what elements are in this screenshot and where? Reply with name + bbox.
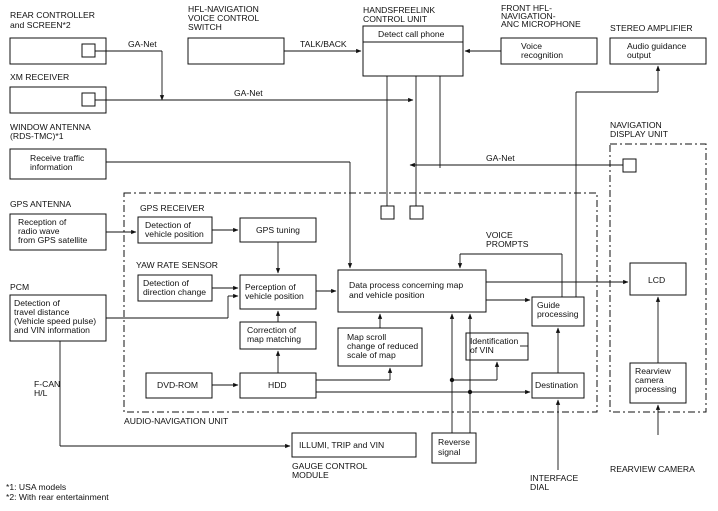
hdd-block	[239, 372, 317, 399]
rear-controller-ganet-port	[81, 43, 96, 58]
ganet-xm-label: GA-Net	[234, 88, 263, 98]
stereo-amp-label: STEREO AMPLIFIER	[610, 23, 693, 33]
signal-labels: GA-Net TALK/BACK GA-Net GA-Net	[128, 39, 515, 163]
connection-lines	[59, 48, 661, 470]
rearview-camera-label: REARVIEW CAMERA	[610, 464, 695, 474]
gauge-block-text: ILLUMI, TRIP and VIN	[299, 440, 384, 450]
ganet-nav-label: GA-Net	[486, 153, 515, 163]
detect-call-phone-block	[362, 25, 464, 43]
perception-block	[239, 274, 317, 310]
gps-receiver-label: GPS RECEIVER	[140, 203, 204, 213]
correction-block	[239, 321, 317, 350]
window-antenna-label: WINDOW ANTENNA(RDS-TMC)*1	[10, 122, 91, 141]
hfl-switch-box	[187, 37, 285, 65]
dvd-rom-text: DVD-ROM	[157, 380, 198, 390]
detect-call-phone-text: Detect call phone	[378, 29, 445, 39]
hfl-voice-port-b	[409, 205, 424, 220]
audio-navigation-unit-enclosure	[123, 192, 598, 413]
receive-traffic-block	[9, 148, 107, 180]
data-process-block	[337, 269, 487, 313]
xm-receiver-ganet-port	[81, 92, 96, 107]
lcd-block	[629, 262, 687, 296]
footnote-2: *2: With rear entertainment	[6, 492, 109, 502]
identification-vin-block	[465, 332, 529, 361]
gps-reception-block	[9, 213, 107, 251]
gps-antenna-label: GPS ANTENNA	[10, 199, 71, 209]
audio-nav-unit-label: AUDIO-NAVIGATION UNIT	[124, 416, 229, 426]
pcm-label: PCM	[10, 282, 29, 292]
rearview-processing-block	[629, 362, 687, 404]
ganet-rear-label: GA-Net	[128, 39, 157, 49]
dvd-rom-block	[145, 372, 213, 399]
guide-processing-block	[531, 296, 585, 327]
lcd-text: LCD	[648, 275, 665, 285]
nav-display-ganet-port	[622, 158, 637, 173]
gps-tuning-text: GPS tuning	[256, 225, 300, 235]
gauge-block	[291, 432, 417, 458]
footnote-1: *1: USA models	[6, 482, 66, 492]
voice-recognition-block	[500, 37, 598, 65]
hdd-text: HDD	[268, 380, 287, 390]
hfl-voice-port-a	[380, 205, 395, 220]
detect-vehicle-position-block	[137, 216, 213, 244]
reverse-signal-block	[431, 432, 477, 464]
gps-tuning-block	[239, 217, 317, 243]
front-mic-label: FRONT HFL-NAVIGATION-ANC MICROPHONE	[501, 3, 581, 29]
xm-receiver-label: XM RECEIVER	[10, 72, 69, 82]
talk-back-label: TALK/BACK	[300, 39, 347, 49]
map-scroll-block	[337, 327, 423, 367]
yaw-sensor-label: YAW RATE SENSOR	[136, 260, 218, 270]
destination-text: Destination	[535, 380, 578, 390]
audio-guidance-block	[609, 37, 707, 65]
